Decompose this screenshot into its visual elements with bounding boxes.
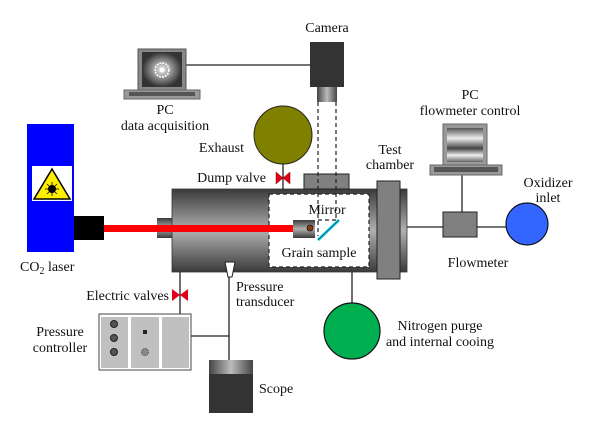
pc-daq-label-1: PC (156, 103, 173, 118)
pressure-transducer-label-2: transducer (236, 295, 295, 310)
test-chamber-flange (376, 180, 401, 280)
pressure-transducer (224, 261, 236, 278)
pc-flow-label-2: flowmeter control (420, 104, 521, 119)
exhaust-tank (253, 105, 313, 165)
co2-laser-label: CO2 laser (20, 260, 75, 277)
exhaust-label: Exhaust (199, 141, 244, 156)
electric-valve-icon[interactable] (172, 289, 188, 301)
test-chamber-label-1: Test (378, 143, 401, 158)
nitrogen-tank (323, 302, 381, 360)
pressure-controller-label-2: controller (33, 341, 88, 356)
flowmeter-label: Flowmeter (448, 256, 509, 271)
dump-valve-label: Dump valve (197, 171, 266, 186)
flowmeter (442, 211, 478, 238)
pc-flowmeter-control (429, 123, 503, 176)
nitrogen-label-1: Nitrogen purge (398, 319, 483, 334)
pc-flow-label-1: PC (461, 88, 478, 103)
oxidizer-label-1: Oxidizer (524, 176, 573, 191)
scope-label: Scope (259, 382, 293, 397)
dump-valve-icon[interactable] (275, 171, 291, 185)
oxidizer-inlet-tank (505, 202, 549, 246)
laser-nozzle (74, 216, 104, 240)
laser-beam (104, 225, 297, 232)
oxidizer-label-2: inlet (536, 191, 561, 206)
nitrogen-label-2: and internal cooing (386, 335, 494, 350)
pc-daq-label-2: data acquisition (121, 119, 209, 134)
camera-label: Camera (305, 21, 349, 36)
grain-sample-label: Grain sample (281, 246, 356, 261)
grain-sample-holder (293, 220, 315, 238)
connection-lines (179, 64, 506, 360)
pressure-controller (98, 313, 192, 371)
mirror-label: Mirror (308, 203, 346, 218)
grain-sample (306, 224, 314, 232)
pc-data-acquisition (123, 48, 201, 100)
pressure-controller-label-1: Pressure (36, 325, 83, 340)
camera-optical-path (317, 102, 337, 236)
laser-warning-icon (32, 167, 72, 200)
test-chamber-label-2: chamber (366, 158, 415, 173)
electric-valves-label: Electric valves (86, 289, 169, 304)
camera-lens (317, 87, 337, 102)
pressure-transducer-label-1: Pressure (236, 280, 283, 295)
top-window-plate (303, 173, 350, 190)
camera-body (310, 42, 344, 87)
